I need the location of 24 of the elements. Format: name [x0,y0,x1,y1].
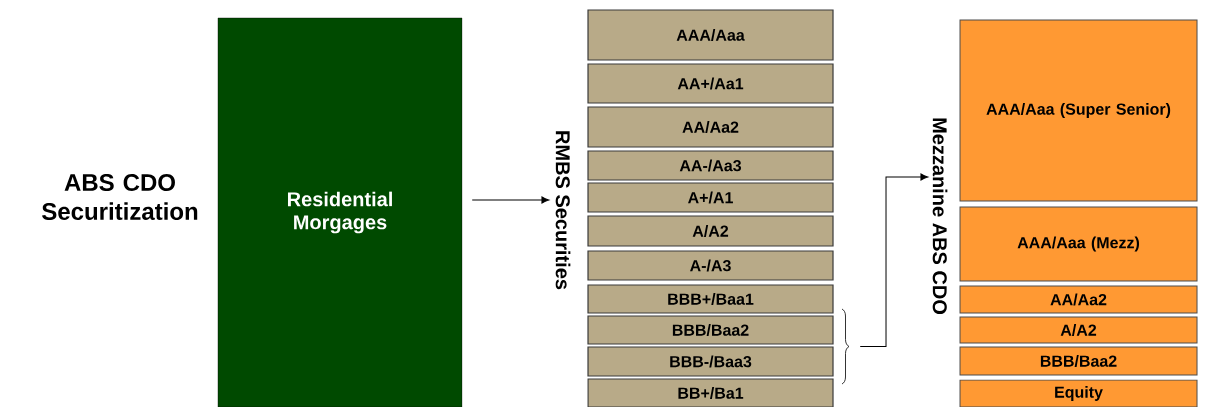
tranche-box: BB+/Ba1 [587,378,834,407]
vertical-label: RMBS Securities [555,131,571,290]
tranche-box: BBB/Baa2 [587,315,834,345]
tranche-box: A+/A1 [587,182,834,213]
arrow [859,173,929,347]
tranche-box: AA+/Aa1 [587,63,834,104]
vertical-label: Mezzanine ABS CDO [932,118,948,315]
tranche-box: AAA/Aaa (Super Senior) [959,19,1198,202]
tranche-box: AA-/Aa3 [587,150,834,181]
tranche-box: AA/Aa2 [959,285,1198,314]
tranche-box: Equity [959,379,1198,407]
tranche-box: A/A2 [959,316,1198,344]
tranche-box: A-/A3 [587,250,834,281]
arrow [471,196,550,204]
process-box: Residential Morgages [217,17,463,407]
tranche-box: AAA/Aaa [587,9,834,61]
tranche-box: AA/Aa2 [587,106,834,148]
tranche-box: A/A2 [587,215,834,247]
tranche-box: BBB/Baa2 [959,346,1198,376]
brace [841,308,850,385]
tranche-box: BBB+/Baa1 [587,284,834,314]
tranche-box: AAA/Aaa (Mezz) [959,206,1198,282]
tranche-box: BBB-/Baa3 [587,346,834,377]
heading: ABS CDO Securitization [42,174,198,220]
